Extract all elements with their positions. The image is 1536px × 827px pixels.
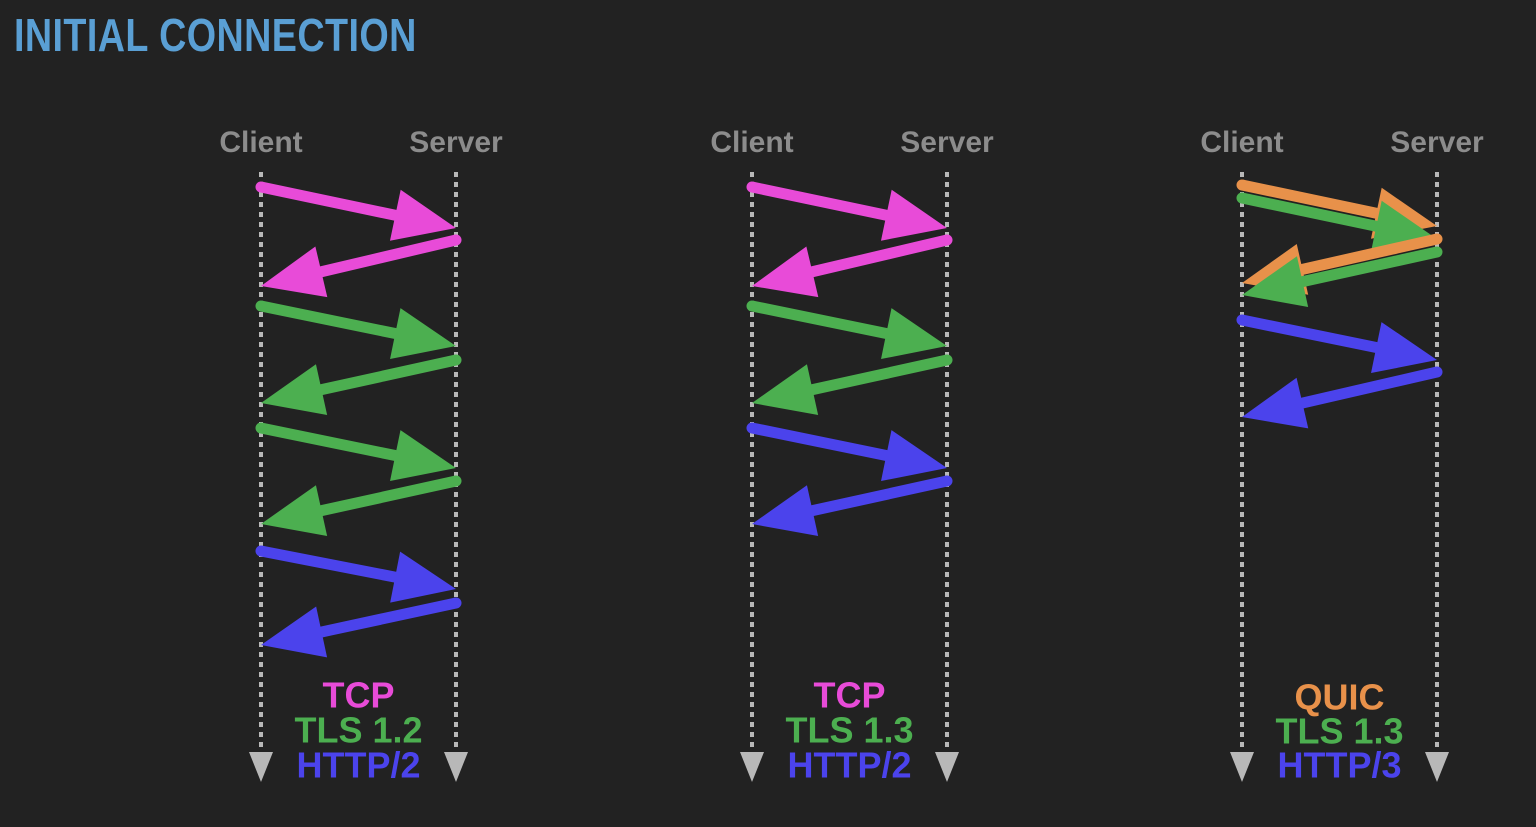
message-arrow-tcp-tls12-http2-6 <box>255 545 456 603</box>
message-arrow-tcp-tls12-http2-0-tail-cap <box>255 181 267 193</box>
message-arrow-quic-tls13-http3-0-tail-cap <box>1236 179 1248 191</box>
message-arrow-quic-tls13-http3-4-tail-cap <box>1236 314 1248 326</box>
message-arrow-tcp-tls13-http2-4-body <box>750 422 947 482</box>
message-arrow-quic-tls13-http3-1-tail-cap <box>1236 192 1248 204</box>
message-arrow-tcp-tls13-http2-1-tail-cap <box>941 234 953 246</box>
message-arrow-tcp-tls12-http2-3-body <box>261 354 458 416</box>
protocol-label-tcp-tls12-http2-2: HTTP/2 <box>296 745 420 786</box>
message-arrow-tcp-tls12-http2-1 <box>261 234 462 298</box>
message-arrow-quic-tls13-http3-5-body <box>1242 366 1439 429</box>
message-arrow-tcp-tls13-http2-3 <box>752 354 953 416</box>
message-arrow-tcp-tls12-http2-7 <box>261 597 462 658</box>
protocol-label-quic-tls13-http3-2: HTTP/3 <box>1277 745 1401 786</box>
message-arrow-tcp-tls12-http2-6-body <box>259 545 456 603</box>
page-title: INITIAL CONNECTION <box>14 9 417 61</box>
message-arrow-tcp-tls13-http2-0-tail-cap <box>746 181 758 193</box>
server-label-tcp-tls12-http2: Server <box>409 126 503 159</box>
message-arrow-tcp-tls12-http2-0-body <box>259 181 456 241</box>
message-arrow-tcp-tls12-http2-6-tail-cap <box>255 545 267 557</box>
message-arrow-tcp-tls13-http2-2-body <box>750 300 947 360</box>
protocol-label-tcp-tls12-http2-1: TLS 1.2 <box>294 710 422 751</box>
client-lifeline-tcp-tls12-http2 <box>249 172 273 782</box>
message-arrow-tcp-tls13-http2-0 <box>746 181 947 241</box>
protocol-label-tcp-tls13-http2-2: HTTP/2 <box>787 745 911 786</box>
message-arrow-tcp-tls12-http2-2-body <box>259 300 456 360</box>
message-arrow-quic-tls13-http3-5 <box>1242 366 1443 429</box>
message-arrow-tcp-tls12-http2-1-body <box>261 234 458 298</box>
protocol-label-tcp-tls13-http2-1: TLS 1.3 <box>785 710 913 751</box>
server-lifeline-quic-tls13-http3 <box>1425 172 1449 782</box>
message-arrow-quic-tls13-http3-3 <box>1242 246 1443 308</box>
server-lifeline-quic-tls13-http3-arrowhead-icon <box>1425 752 1449 782</box>
message-arrow-tcp-tls12-http2-0 <box>255 181 456 241</box>
message-arrow-tcp-tls12-http2-2-tail-cap <box>255 300 267 312</box>
message-arrow-tcp-tls12-http2-7-body <box>261 597 458 658</box>
message-arrow-quic-tls13-http3-3-tail-cap <box>1431 246 1443 258</box>
message-arrow-tcp-tls13-http2-5-body <box>752 475 949 537</box>
protocol-label-tcp-tls12-http2-0: TCP <box>323 675 395 716</box>
message-arrow-tcp-tls13-http2-1-body <box>752 234 949 298</box>
client-lifeline-tcp-tls13-http2-arrowhead-icon <box>740 752 764 782</box>
message-arrow-tcp-tls12-http2-3-tail-cap <box>450 354 462 366</box>
server-lifeline-tcp-tls12-http2-arrowhead-icon <box>444 752 468 782</box>
server-label-quic-tls13-http3: Server <box>1390 126 1484 159</box>
message-arrow-quic-tls13-http3-4-body <box>1240 314 1437 374</box>
message-arrow-tcp-tls13-http2-3-body <box>752 354 949 416</box>
client-lifeline-tcp-tls13-http2 <box>740 172 764 782</box>
message-arrow-tcp-tls12-http2-7-tail-cap <box>450 597 462 609</box>
message-arrow-tcp-tls12-http2-4 <box>255 422 456 482</box>
server-lifeline-tcp-tls13-http2 <box>935 172 959 782</box>
message-arrow-tcp-tls13-http2-5 <box>752 475 953 537</box>
client-label-tcp-tls12-http2: Client <box>219 126 302 159</box>
message-arrow-tcp-tls12-http2-5 <box>261 475 462 537</box>
message-arrow-quic-tls13-http3-4 <box>1236 314 1437 374</box>
message-arrow-tcp-tls13-http2-4 <box>746 422 947 482</box>
message-arrow-tcp-tls13-http2-3-tail-cap <box>941 354 953 366</box>
client-lifeline-quic-tls13-http3-arrowhead-icon <box>1230 752 1254 782</box>
message-arrow-tcp-tls13-http2-0-body <box>750 181 947 241</box>
message-arrow-tcp-tls13-http2-1 <box>752 234 953 298</box>
message-arrow-quic-tls13-http3-2-tail-cap <box>1431 233 1443 245</box>
message-arrow-quic-tls13-http3-1 <box>1236 192 1437 252</box>
message-arrow-tcp-tls12-http2-4-tail-cap <box>255 422 267 434</box>
message-arrow-tcp-tls12-http2-4-body <box>259 422 456 482</box>
message-arrow-tcp-tls12-http2-3 <box>261 354 462 416</box>
protocol-label-quic-tls13-http3-1: TLS 1.3 <box>1275 711 1403 752</box>
server-label-tcp-tls13-http2: Server <box>900 126 994 159</box>
client-lifeline-tcp-tls12-http2-arrowhead-icon <box>249 752 273 782</box>
server-lifeline-tcp-tls13-http2-arrowhead-icon <box>935 752 959 782</box>
message-arrow-quic-tls13-http3-5-tail-cap <box>1431 366 1443 378</box>
client-label-tcp-tls13-http2: Client <box>710 126 793 159</box>
client-label-quic-tls13-http3: Client <box>1200 126 1283 159</box>
message-arrow-quic-tls13-http3-3-body <box>1242 246 1439 308</box>
message-arrow-tcp-tls12-http2-5-body <box>261 475 458 537</box>
message-arrow-tcp-tls12-http2-5-tail-cap <box>450 475 462 487</box>
message-arrow-tcp-tls12-http2-2 <box>255 300 456 360</box>
message-arrow-tcp-tls13-http2-2 <box>746 300 947 360</box>
client-lifeline-quic-tls13-http3 <box>1230 172 1254 782</box>
server-lifeline-tcp-tls12-http2 <box>444 172 468 782</box>
message-arrow-tcp-tls12-http2-1-tail-cap <box>450 234 462 246</box>
message-arrow-tcp-tls13-http2-2-tail-cap <box>746 300 758 312</box>
protocol-label-tcp-tls13-http2-0: TCP <box>814 675 886 716</box>
message-arrow-tcp-tls13-http2-4-tail-cap <box>746 422 758 434</box>
message-arrow-quic-tls13-http3-1-body <box>1240 192 1437 252</box>
message-arrow-tcp-tls13-http2-5-tail-cap <box>941 475 953 487</box>
protocol-label-quic-tls13-http3-0: QUIC <box>1295 677 1385 718</box>
